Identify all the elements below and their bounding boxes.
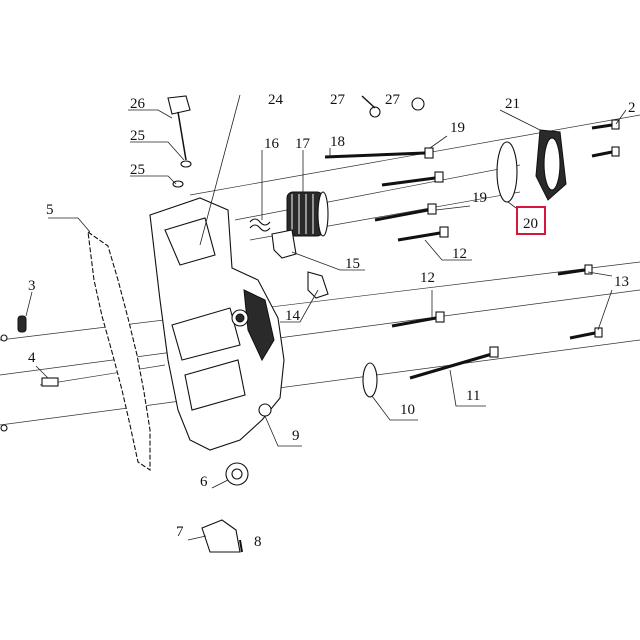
left-parts bbox=[0, 315, 59, 432]
callout-10: 10 bbox=[400, 402, 415, 418]
plug bbox=[307, 271, 329, 299]
callout-27-left: 27 bbox=[330, 92, 346, 108]
callout-6: 6 bbox=[200, 474, 208, 490]
bracket bbox=[271, 229, 297, 259]
callout-18: 18 bbox=[330, 134, 345, 150]
callout-11: 11 bbox=[466, 388, 480, 404]
callout-2: 2 bbox=[628, 100, 636, 116]
gasket bbox=[87, 230, 151, 472]
top-nuts bbox=[361, 95, 425, 118]
callout-16: 16 bbox=[264, 136, 280, 152]
callout-9: 9 bbox=[292, 428, 300, 444]
callout-8: 8 bbox=[254, 534, 262, 550]
callout-25-lower: 25 bbox=[130, 162, 145, 178]
callout-12-upper: 12 bbox=[452, 246, 467, 262]
bottom-parts bbox=[201, 519, 243, 553]
spring bbox=[249, 218, 271, 232]
callout-19-upper: 19 bbox=[450, 120, 465, 136]
highlight-box bbox=[516, 206, 546, 235]
top-bolts bbox=[167, 95, 192, 188]
o-ring bbox=[496, 141, 518, 203]
callout-21: 21 bbox=[505, 96, 520, 112]
washer bbox=[362, 362, 378, 398]
callout-20: 20 bbox=[523, 216, 538, 232]
callout-labels: 26 24 27 27 21 2 25 25 16 17 18 19 19 20… bbox=[28, 92, 636, 550]
callout-3: 3 bbox=[28, 278, 36, 294]
callout-25-upper: 25 bbox=[130, 128, 145, 144]
right-bolts bbox=[557, 119, 620, 340]
callout-27-right: 27 bbox=[385, 92, 401, 108]
rotor-cylinder bbox=[286, 191, 329, 237]
callout-4: 4 bbox=[28, 350, 36, 366]
callout-14: 14 bbox=[285, 308, 301, 324]
callout-19-lower: 19 bbox=[472, 190, 487, 206]
callout-24: 24 bbox=[268, 92, 284, 108]
callout-15: 15 bbox=[345, 256, 360, 272]
callout-12-lower: 12 bbox=[420, 270, 435, 286]
callout-7: 7 bbox=[176, 524, 184, 540]
callout-17: 17 bbox=[295, 136, 311, 152]
leader-lines bbox=[25, 94, 627, 541]
cover-cap bbox=[535, 129, 567, 201]
callout-13: 13 bbox=[614, 274, 629, 290]
long-bolts bbox=[324, 147, 499, 380]
oil-seal bbox=[225, 462, 249, 486]
callout-26: 26 bbox=[130, 96, 146, 112]
callout-5: 5 bbox=[46, 202, 54, 218]
crankcase-cover bbox=[149, 197, 285, 451]
